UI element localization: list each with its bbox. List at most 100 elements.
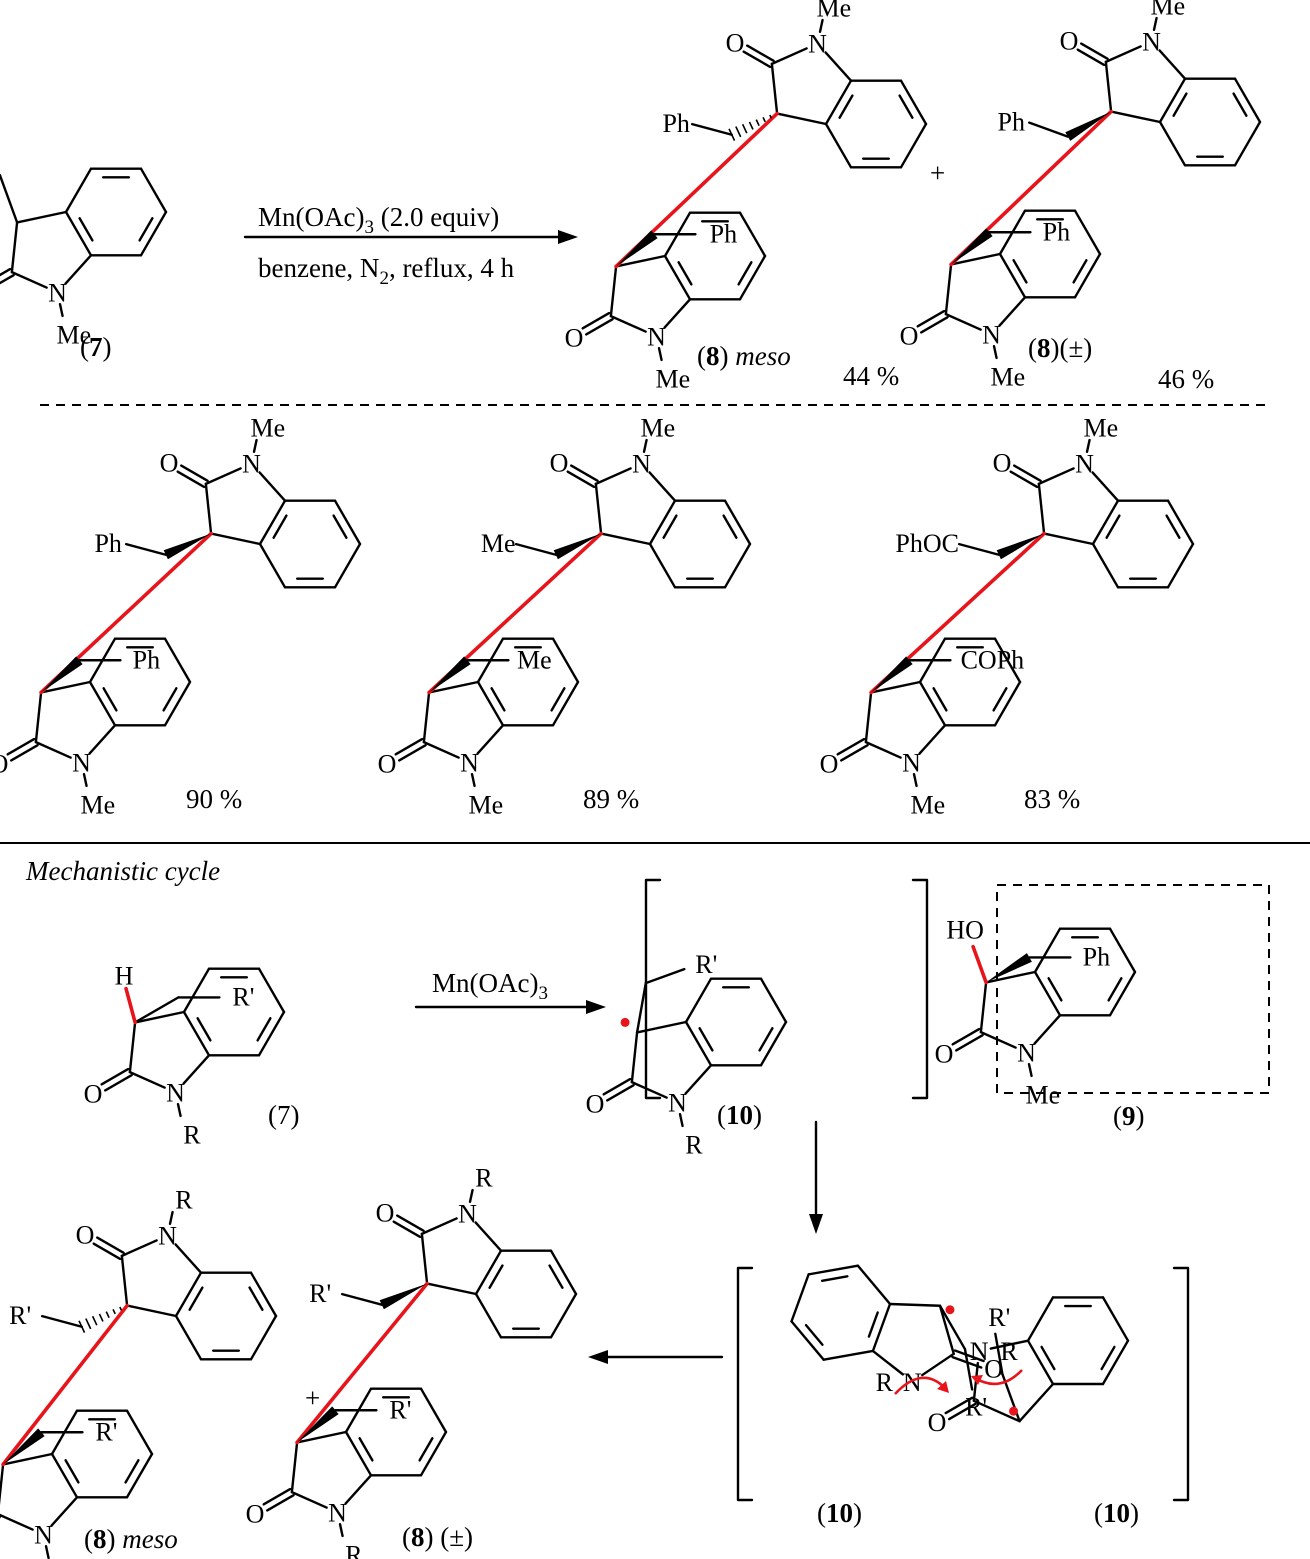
substituent-label: R' (9, 1301, 31, 1330)
ring-bond (998, 296, 1027, 327)
ring-bond (34, 691, 43, 744)
nitrogen-atom: N (1017, 1038, 1036, 1067)
wedge-bond (379, 1283, 428, 1310)
chain-bond (994, 1332, 1004, 1376)
aromatic-inner-bond (820, 1275, 849, 1282)
nitrogen-atom: N (242, 450, 261, 479)
ring-bond (630, 1080, 668, 1099)
n-substituent-label: Me (1151, 0, 1186, 20)
n-substituent-label: R (175, 1185, 193, 1214)
r-label: R (1000, 1337, 1018, 1366)
benzene-bond (918, 680, 947, 727)
chain-bond (957, 542, 1000, 556)
ring-bond (15, 210, 68, 224)
ring-bond (474, 1221, 503, 1252)
ring-bond (476, 724, 505, 755)
ring-bond (0, 1513, 34, 1531)
aromatic-inner-bond (102, 687, 118, 712)
wedge-bond (996, 533, 1045, 560)
ring-bond (921, 1352, 955, 1377)
aromatic-inner-bond (1047, 977, 1063, 1002)
ring-bond (864, 691, 873, 744)
carbonyl-bond (262, 1487, 292, 1506)
nitrogen-atom: N (970, 1337, 989, 1366)
r-prime-label: R' (695, 950, 717, 979)
benzene-bond (64, 167, 93, 214)
n-substituent-label: Me (817, 0, 852, 22)
carbonyl-bond (742, 50, 772, 69)
radical-10-label-a: (10) (817, 1498, 862, 1528)
carbonyl-bond (920, 315, 949, 334)
electron-arrow-left (894, 1376, 946, 1395)
aromatic-inner-bond (1232, 92, 1248, 117)
substituent-label: Ph (710, 219, 737, 248)
carbonyl-bond (96, 1236, 125, 1255)
aromatic-inner-bond (78, 217, 94, 242)
r-prime-label: R' (988, 1303, 1010, 1332)
ring-bond (290, 1441, 299, 1494)
hash-bond (735, 126, 742, 138)
nitrogen-atom: N (982, 320, 1001, 349)
n-substituent-bond (1027, 1062, 1033, 1078)
arrow-head (558, 230, 578, 244)
ring-bond (88, 724, 117, 755)
benzene-bond (899, 79, 928, 126)
oxygen-atom: O (900, 321, 919, 350)
ring-bond (972, 1399, 1021, 1423)
aromatic-inner-bond (1012, 259, 1028, 284)
hash-bond (755, 119, 760, 127)
ring-bond (344, 1474, 373, 1505)
oxygen-atom: O (376, 1199, 395, 1228)
wedge-bond (429, 656, 471, 693)
benzene-bond (1101, 1296, 1130, 1342)
wedge-bond (297, 1406, 339, 1443)
substituent-label: Me (517, 645, 552, 674)
r-prime-label: R' (232, 982, 254, 1011)
ring-bond (609, 265, 618, 318)
ring-bond (635, 1020, 688, 1034)
ring-bond (594, 467, 632, 486)
nitrogen-atom: N (460, 748, 479, 777)
carbonyl-bond (916, 309, 946, 328)
ring-bond (864, 740, 902, 759)
aromatic-inner-bond (677, 261, 693, 286)
carbonyl-bond (944, 1396, 974, 1415)
oxygen-atom: O (378, 749, 397, 778)
n-substituent-label: Me (911, 791, 946, 820)
ring-bond (420, 1217, 458, 1236)
bond (938, 1304, 967, 1351)
wedge-bond (553, 533, 602, 560)
benzene-bond (257, 967, 286, 1014)
ring-bond (295, 1430, 348, 1444)
ring-bond (918, 724, 947, 755)
mech-reagent-text: Mn(OAc)3 (432, 968, 548, 1004)
n-substituent-bond (82, 772, 88, 788)
benzene-bond (1108, 970, 1137, 1017)
wedge-bond (41, 656, 83, 693)
benzene-bond (759, 1020, 788, 1067)
benzene-bond (1108, 927, 1137, 974)
ring-bond (1104, 45, 1142, 64)
nitrogen-atom: N (647, 322, 666, 351)
benzene-bond (257, 1010, 286, 1057)
plus-sign-2: + (305, 1383, 320, 1413)
benzene-bond (807, 1264, 860, 1276)
aromatic-inner-bond (1100, 1345, 1116, 1371)
n-substituent-label: Me (251, 413, 286, 442)
n-substituent-label: R (183, 1121, 201, 1150)
benzene-bond (474, 1292, 503, 1339)
hash-bond (91, 1315, 98, 1326)
hash-bond (741, 123, 748, 134)
ring-bond (614, 254, 667, 268)
n-substituent-label: Me (1084, 413, 1119, 442)
carbonyl-bond (836, 737, 866, 756)
radical-10-label: (10) (717, 1100, 762, 1130)
mech-product-meso-label: (8) meso (84, 1524, 178, 1554)
product-meso-label: (8) meso (697, 341, 791, 371)
oxygen-atom: O (84, 1079, 103, 1108)
hash-bond (748, 121, 754, 130)
ring-bond (174, 1243, 203, 1274)
oxygen-atom: O (820, 749, 839, 778)
n-substituent-bond (678, 1112, 684, 1128)
substituent-label: R' (389, 1395, 411, 1424)
